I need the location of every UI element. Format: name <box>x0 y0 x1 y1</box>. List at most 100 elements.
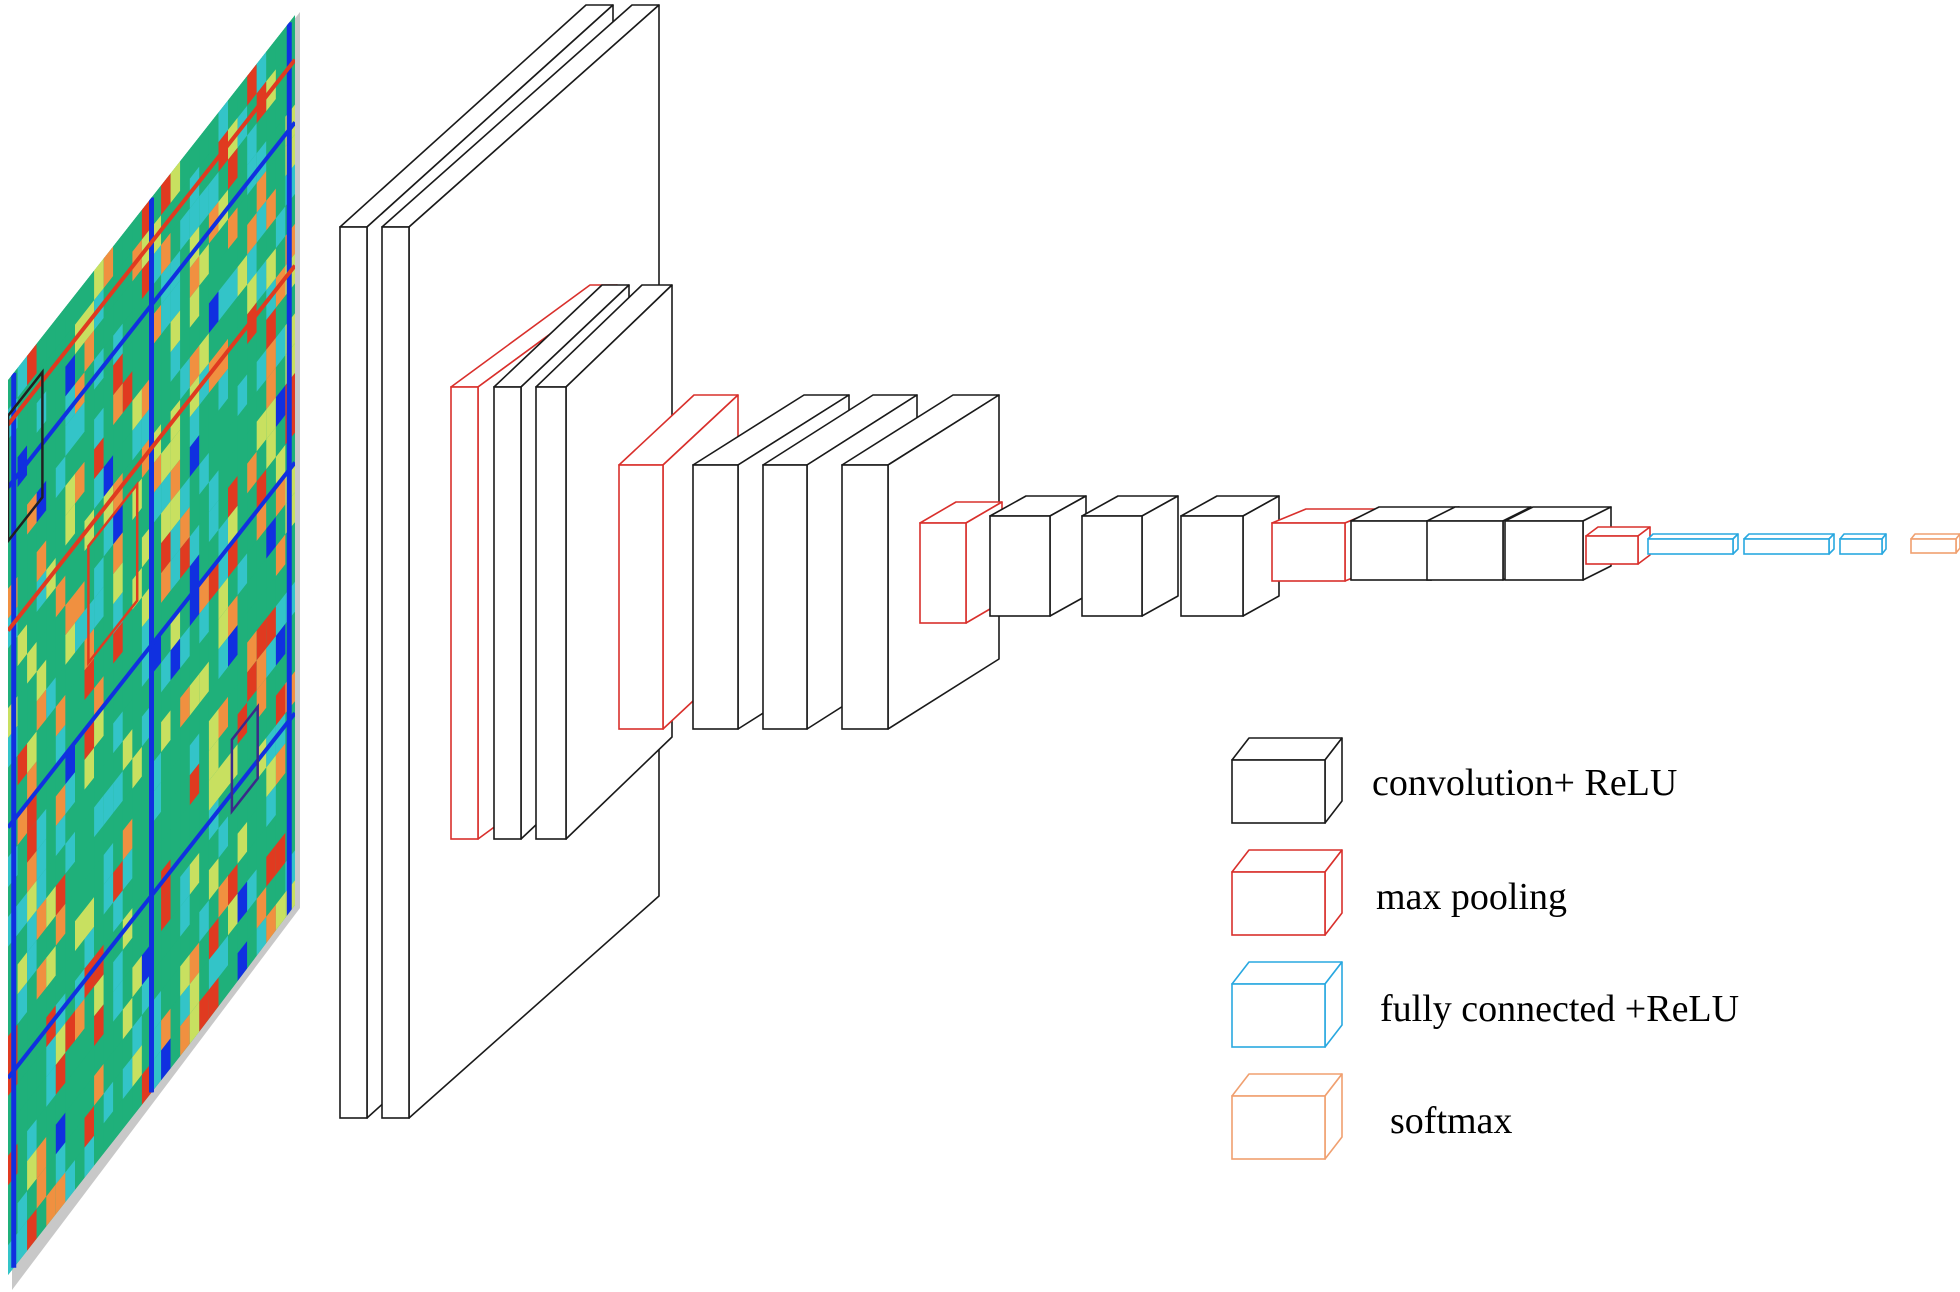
heatmap-cell <box>103 1111 114 1154</box>
heatmap-cell <box>228 475 238 518</box>
heatmap-cell <box>17 564 28 607</box>
heatmap-cell <box>180 208 190 251</box>
heatmap-cell <box>189 912 200 955</box>
heatmap-cell <box>199 422 209 465</box>
heatmap-cell <box>113 830 123 873</box>
heatmap-cell <box>199 959 209 1002</box>
heatmap-cell <box>75 939 85 981</box>
heatmap-cell <box>237 672 248 715</box>
heatmap-cell <box>122 371 133 413</box>
heatmap-cell <box>247 630 257 673</box>
layer-front-face <box>841 464 889 730</box>
heatmap-cell <box>266 99 276 141</box>
heatmap-cell <box>237 254 248 297</box>
heatmap-cell <box>65 802 75 844</box>
heatmap-cell <box>170 548 181 591</box>
heatmap-cell <box>161 322 171 365</box>
heatmap-cell <box>65 1100 75 1143</box>
heatmap-cell <box>75 819 85 862</box>
heatmap-cell <box>275 176 286 219</box>
heatmap-cell <box>161 292 171 335</box>
heatmap-cell <box>237 851 248 894</box>
heatmap-window <box>230 703 259 815</box>
heatmap-cell <box>228 684 238 727</box>
heatmap-cell <box>113 1099 123 1142</box>
heatmap-cell <box>275 295 286 338</box>
heatmap-cell <box>161 680 171 723</box>
heatmap-cell <box>170 340 181 382</box>
heatmap-cell <box>199 124 209 167</box>
heatmap-cell <box>103 544 114 587</box>
heatmap-cell <box>189 285 200 328</box>
heatmap-cell <box>36 659 47 702</box>
input-heatmap <box>8 15 295 1275</box>
heatmap-cell <box>228 804 238 846</box>
heatmap-cell <box>275 355 286 398</box>
layer-fully-connected <box>1839 533 1887 555</box>
heatmap-cell <box>94 646 104 689</box>
heatmap-cell <box>275 653 286 696</box>
heatmap-cell <box>46 826 56 869</box>
heatmap-cell <box>65 682 75 725</box>
heatmap-cell <box>237 404 248 446</box>
heatmap-cell <box>189 793 200 835</box>
heatmap-cell <box>161 889 171 932</box>
heatmap-cell <box>113 413 123 455</box>
legend-icon-front <box>1231 871 1326 936</box>
heatmap-cell <box>36 719 47 762</box>
heatmap-cell <box>218 965 228 1008</box>
heatmap-cell <box>17 1220 28 1263</box>
heatmap-cell <box>84 479 95 522</box>
heatmap-cell <box>36 1107 47 1149</box>
heatmap-cell <box>199 691 209 734</box>
heatmap-cell <box>208 261 219 304</box>
heatmap-cell <box>189 733 200 776</box>
heatmap-cell <box>46 915 56 958</box>
heatmap-cell <box>113 741 123 784</box>
heatmap-cell <box>161 740 171 782</box>
heatmap-cell <box>84 926 95 969</box>
heatmap-cell <box>27 880 37 923</box>
heatmap-cell <box>17 713 28 756</box>
legend-icon-convolution <box>1231 737 1343 824</box>
heatmap-cell <box>237 284 248 327</box>
heatmap-cell <box>247 809 257 852</box>
heatmap-cell <box>46 1124 56 1167</box>
heatmap-cell <box>247 869 257 912</box>
legend-icons <box>1231 737 1343 1160</box>
heatmap-cell <box>228 386 238 429</box>
heatmap-cell <box>228 923 238 966</box>
heatmap-cell <box>228 893 238 936</box>
heatmap-cell <box>275 683 286 726</box>
heatmap-cell <box>17 1191 28 1233</box>
heatmap-cell <box>36 868 47 911</box>
heatmap-cell <box>170 727 181 770</box>
heatmap-cell <box>27 850 37 893</box>
heatmap-cell <box>228 88 238 130</box>
heatmap-cell <box>208 112 219 155</box>
heatmap-cell <box>266 516 276 559</box>
layer-front-face <box>493 386 522 840</box>
heatmap-cell <box>180 148 190 191</box>
heatmap-cell <box>94 1004 104 1047</box>
heatmap-cell <box>180 984 190 1027</box>
heatmap-cell <box>266 844 276 887</box>
heatmap-cell <box>36 957 47 1000</box>
heatmap-cell <box>189 494 200 537</box>
layer-convolution <box>1081 495 1179 617</box>
heatmap-cell <box>17 654 28 696</box>
heatmap-cell <box>84 419 95 462</box>
heatmap-cell <box>27 492 37 535</box>
heatmap-cell <box>161 948 171 991</box>
heatmap-cell <box>256 409 267 452</box>
legend-icon-front <box>1231 983 1326 1048</box>
heatmap-cell <box>208 768 219 811</box>
heatmap-cell <box>189 643 200 686</box>
legend-icon-front <box>1231 759 1326 824</box>
heatmap-cell <box>180 924 190 967</box>
heatmap-cell <box>55 903 66 946</box>
heatmap-cell <box>65 354 75 397</box>
heatmap-cell <box>75 491 85 534</box>
heatmap-cell <box>17 1131 28 1174</box>
heatmap-cell <box>65 1040 75 1083</box>
